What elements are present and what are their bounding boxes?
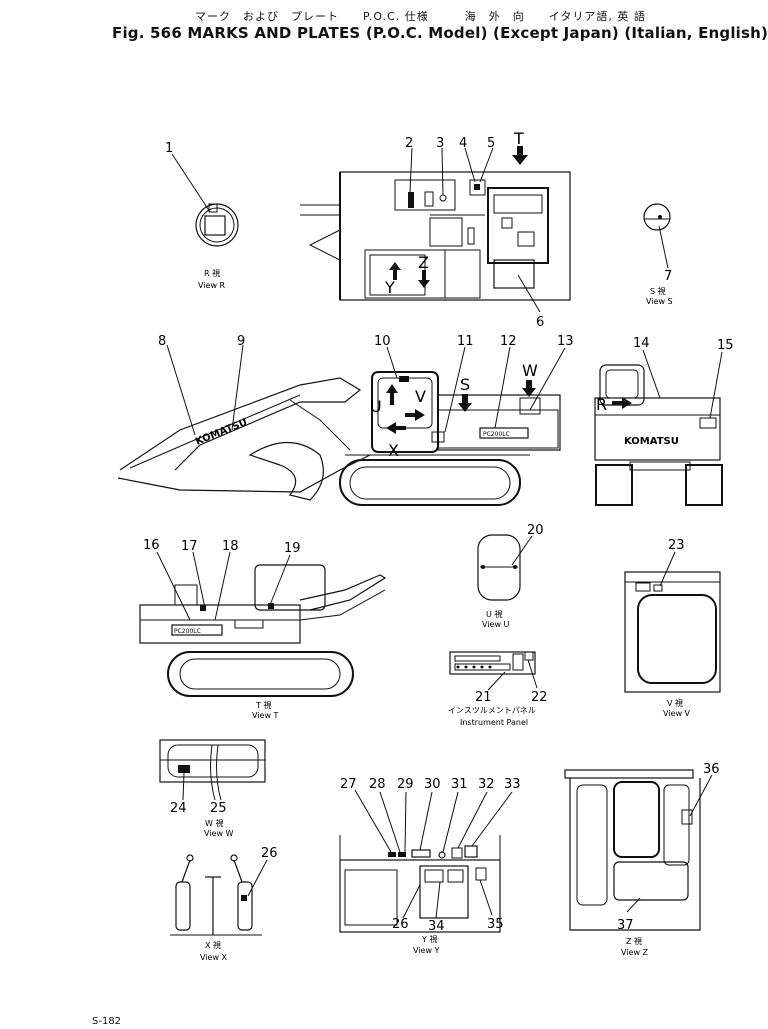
view-z-caption: View Z	[621, 948, 649, 957]
arrow-y-label: Y	[384, 278, 395, 297]
view-r-caption: View R	[198, 281, 226, 290]
view-z: 36 37 Z 視 View Z	[564, 762, 720, 957]
view-u: 20 U 視 View U	[477, 523, 544, 629]
callout-20: 20	[527, 523, 544, 538]
instrument-panel-caption: Instrument Panel	[460, 718, 528, 727]
callout-7: 7	[664, 269, 672, 284]
view-x-caption: View X	[200, 953, 228, 962]
view-s: 7 S 視 View S	[643, 203, 673, 306]
arrow-x-label: X	[388, 441, 399, 460]
view-z-jp: Z 視	[626, 937, 642, 946]
view-w: 24 25 W 視 View W	[159, 739, 266, 838]
callout-3: 3	[436, 136, 444, 151]
callout-13: 13	[557, 334, 574, 349]
top-view-machine: Y Z T 2 3 4 5 6	[300, 129, 571, 330]
callout-33: 33	[504, 777, 521, 792]
view-w-jp: W 視	[205, 819, 223, 828]
callout-4: 4	[459, 136, 467, 151]
callout-34: 34	[428, 919, 445, 934]
callout-18: 18	[222, 539, 239, 554]
callout-35: 35	[487, 917, 504, 932]
callout-6: 6	[536, 315, 544, 330]
arrow-s-label: S	[460, 375, 470, 394]
callout-32: 32	[478, 777, 495, 792]
view-s-jp: S 視	[650, 287, 666, 296]
callout-16: 16	[143, 538, 160, 553]
view-x: 26 X 視 View X	[170, 846, 278, 962]
callout-2: 2	[405, 136, 413, 151]
callout-23: 23	[668, 538, 685, 553]
view-u-caption: View U	[482, 620, 510, 629]
view-t-jp: T 視	[255, 701, 271, 710]
callout-36: 36	[703, 762, 720, 777]
callout-25: 25	[210, 801, 227, 816]
figure-title: Fig. 566 MARKS AND PLATES (P.O.C. Model)…	[112, 24, 768, 42]
callout-26-y: 26	[392, 917, 409, 932]
arrow-z-label: Z	[418, 253, 429, 272]
view-t-caption: View T	[252, 711, 279, 720]
callout-9: 9	[237, 334, 245, 349]
mark-1	[204, 215, 226, 236]
callout-19: 19	[284, 541, 301, 556]
page-number: S-182	[92, 1016, 122, 1027]
view-y-caption: View Y	[413, 946, 440, 955]
callout-26: 26	[261, 846, 278, 861]
view-t: PC200LC 16 17 18 19 T 視 View T	[139, 538, 387, 720]
komatsu-rear-logo: KOMATSU	[624, 436, 679, 447]
instrument-panel: 21 22 インスツルメントパネル Instrument Panel	[448, 651, 548, 727]
arrow-w-label: W	[522, 361, 538, 380]
view-y-jp: Y 視	[421, 935, 437, 944]
callout-27: 27	[340, 777, 357, 792]
callout-29: 29	[397, 777, 414, 792]
callout-1: 1	[165, 141, 173, 156]
view-r: 1 R 視 View R	[165, 141, 239, 290]
instrument-panel-jp: インスツルメントパネル	[448, 706, 536, 715]
model-plate-t: PC200LC	[174, 628, 201, 635]
title-japanese: マーク および プレート P.O.C. 仕様 海 外 向 イタリア語, 英 語	[195, 10, 646, 23]
callout-30: 30	[424, 777, 441, 792]
callout-31: 31	[451, 777, 468, 792]
callout-22: 22	[531, 690, 548, 705]
callout-17: 17	[181, 539, 198, 554]
callout-37: 37	[617, 918, 634, 933]
view-y: 27 28 29 30 31 32 33 26 34 35 Y 視 View Y	[339, 777, 521, 955]
view-v-jp: V 視	[667, 699, 683, 708]
view-w-caption: View W	[204, 829, 234, 838]
rear-view-machine: KOMATSU R 14 15	[594, 336, 734, 506]
side-view-excavator: KOMATSU U V X PC200LC S W 8	[117, 334, 574, 506]
arrow-t-label: T	[513, 129, 524, 148]
arrow-v-label: V	[415, 387, 426, 406]
callout-11: 11	[457, 334, 474, 349]
arrow-u-label: U	[370, 397, 382, 416]
callout-14: 14	[633, 336, 650, 351]
callout-21: 21	[475, 690, 492, 705]
view-u-jp: U 視	[486, 610, 502, 619]
callout-5: 5	[487, 136, 495, 151]
view-v-caption: View V	[663, 709, 691, 718]
view-s-caption: View S	[646, 297, 673, 306]
view-x-jp: X 視	[205, 941, 221, 950]
arrow-r-label: R	[596, 395, 607, 414]
callout-15: 15	[717, 338, 734, 353]
view-r-jp: R 視	[204, 269, 220, 278]
callout-10: 10	[374, 334, 391, 349]
callout-28: 28	[369, 777, 386, 792]
callout-12: 12	[500, 334, 517, 349]
view-v: 23 V 視 View V	[624, 538, 721, 718]
model-plate-side: PC200LC	[483, 431, 510, 438]
callout-24: 24	[170, 801, 187, 816]
callout-8: 8	[158, 334, 166, 349]
